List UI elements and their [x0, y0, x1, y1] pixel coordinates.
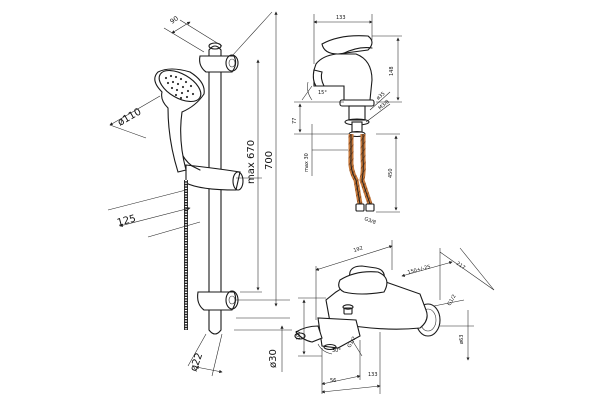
spray-nozzles	[164, 74, 195, 100]
dim-max670-label: max 670	[246, 140, 257, 184]
dim-450: 450	[376, 133, 400, 213]
dim-30-deg: 30°	[317, 343, 341, 355]
dim-110-label: ø110	[116, 106, 143, 128]
dim-30-label: ø30	[268, 349, 279, 368]
dim-133-top-label: 133	[336, 15, 346, 21]
dim-max30: max 30	[304, 124, 348, 176]
dim-107-label: 107	[296, 330, 302, 340]
dim-133-bottom-label: 133	[368, 372, 378, 378]
dim-56-133: 56 133	[321, 332, 381, 394]
dim-30: ø30	[236, 299, 290, 372]
mixer-spout	[312, 69, 325, 87]
dim-35-label: ø35	[375, 91, 386, 102]
dim-148-label: 148	[389, 66, 395, 76]
dim-700-label: 700	[264, 151, 275, 170]
shower-set: 90 ø110 125 max 670 700	[107, 11, 292, 377]
dim-56-label: 56	[330, 378, 336, 384]
bottom-wall-bracket	[197, 290, 239, 311]
dim-217-label: 217	[455, 261, 466, 271]
aerator	[323, 343, 337, 351]
dim-22-label: ø22	[188, 352, 205, 373]
dim-22: ø22	[187, 333, 223, 377]
dim-g12-bottom-label: G1/2	[347, 336, 358, 349]
thread-label: G3/8	[363, 216, 376, 226]
dim-150: 150+/-25	[401, 261, 453, 277]
bath-lever	[338, 271, 388, 295]
dim-192: 192	[315, 240, 393, 320]
dim-max670-700: max 670 700	[231, 11, 292, 331]
dim-90: 90	[163, 14, 223, 53]
dim-15-deg: 15°	[301, 81, 327, 101]
dim-450-label: 450	[388, 168, 394, 178]
dim-125: 125	[107, 189, 201, 238]
dim-g12-bottom: G1/2	[347, 336, 363, 357]
dim-77: 77	[292, 101, 348, 135]
bath-mixer: 192 217 150+/-25 G1/2 ø63	[294, 240, 495, 394]
dim-max30-label: max 30	[304, 153, 310, 172]
mounting-stud	[344, 105, 370, 138]
hand-shower	[154, 68, 205, 173]
dim-90-label: 90	[169, 14, 180, 25]
dim-30-deg-label: 30°	[332, 348, 341, 354]
dim-217: 217	[439, 247, 495, 300]
slide-bar	[208, 42, 222, 335]
dim-110: ø110	[109, 95, 161, 139]
dim-15-deg-label: 15°	[318, 90, 327, 96]
dim-133-top: 133	[313, 14, 373, 64]
dim-192-label: 192	[353, 245, 364, 254]
basin-mixer: 133 148 15° ø35 M3/8 77	[292, 14, 402, 226]
top-wall-bracket	[199, 54, 239, 73]
flexible-hoses	[348, 134, 375, 212]
dim-148: 148	[372, 35, 402, 103]
mixer-body	[313, 53, 373, 101]
bath-spout	[317, 317, 361, 349]
dim-63-label: ø63	[459, 335, 465, 344]
slider-holder	[179, 149, 244, 191]
dim-77-label: 77	[292, 118, 298, 124]
dim-125-label: 125	[116, 213, 137, 229]
mixer-lever	[321, 35, 373, 55]
dim-g12-right: G1/2	[433, 294, 465, 307]
dim-63: ø63	[440, 310, 474, 361]
mixer-base	[339, 99, 375, 107]
dim-107: 107	[296, 297, 326, 357]
dim-g12-right-label: G1/2	[447, 294, 458, 307]
dim-150-label: 150+/-25	[407, 264, 431, 276]
